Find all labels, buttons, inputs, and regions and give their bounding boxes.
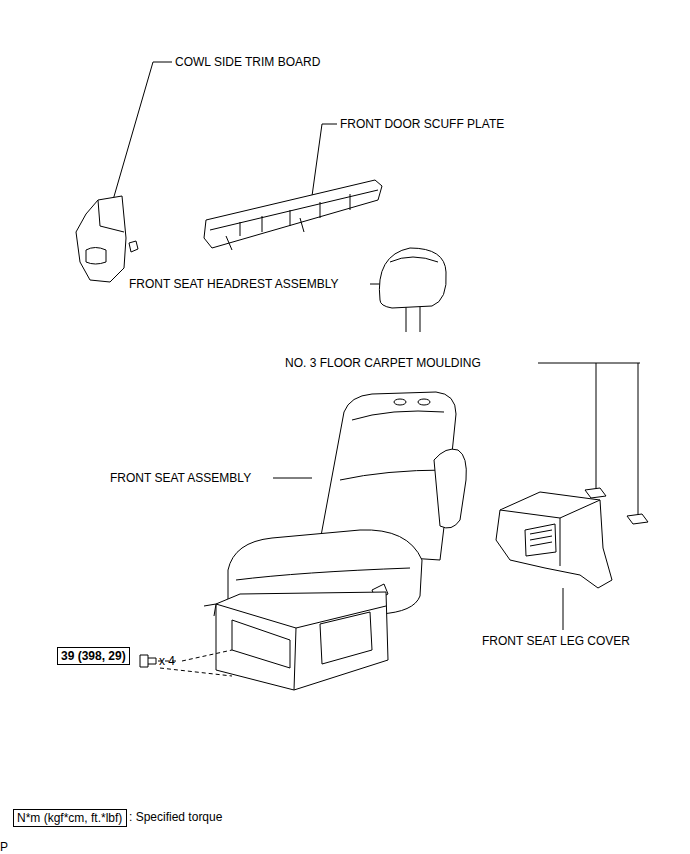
- front-seat-assembly: [216, 592, 388, 690]
- cowl-side-trim-board: [76, 196, 138, 282]
- leader-line: [113, 62, 640, 630]
- part-name: NO. 3 FLOOR CARPET MOULDING: [285, 356, 481, 370]
- front-seat-assembly: [340, 411, 446, 480]
- front-seat-assembly: [394, 399, 406, 405]
- front-seat-headrest: [390, 257, 438, 262]
- front-seat-assembly: [216, 604, 386, 690]
- front-seat-assembly: [204, 604, 216, 616]
- bolt-symbol: [140, 655, 148, 667]
- front-door-scuff-plate: [226, 218, 304, 250]
- bolt-symbol: [158, 650, 232, 676]
- carpet-moulding-clip: [627, 514, 648, 524]
- front-door-scuff-plate: [240, 194, 350, 236]
- front-door-scuff-plate: [210, 190, 378, 230]
- front-seat-assembly: [418, 399, 430, 405]
- cowl-side-trim-board: [129, 241, 138, 252]
- front-seat-assembly: [434, 449, 466, 528]
- front-seat-leg-cover: [500, 500, 600, 566]
- leader-line: [312, 124, 337, 196]
- cowl-side-trim-board: [76, 196, 126, 282]
- front-seat-assembly: [232, 620, 290, 668]
- front-seat-headrest: [379, 248, 446, 332]
- part-name: FRONT SEAT HEADREST ASSEMBLY: [129, 277, 339, 291]
- carpet-moulding-clip: [585, 488, 606, 498]
- front-seat-leg-cover: [525, 524, 556, 556]
- torque-value: 39 (398, 29): [61, 649, 126, 663]
- front-seat-headrest: [379, 248, 446, 308]
- bolt-symbol: [148, 658, 156, 664]
- unit-text: N*m (kgf*cm, ft.*lbf): [17, 811, 122, 825]
- front-door-scuff-plate: [204, 180, 382, 250]
- part-name: FRONT DOOR SCUFF PLATE: [340, 117, 504, 131]
- legend-text: : Specified torque: [129, 810, 222, 824]
- part-name: FRONT SEAT LEG COVER: [482, 634, 630, 648]
- legend-unit-box: N*m (kgf*cm, ft.*lbf): [13, 809, 127, 827]
- quantity-label: x 4: [159, 654, 175, 668]
- torque-box: 39 (398, 29): [57, 647, 130, 665]
- cowl-side-trim-board: [98, 200, 124, 232]
- part-name: FRONT SEAT ASSEMBLY: [110, 471, 251, 485]
- leader-line: [538, 363, 640, 516]
- leader-line: [113, 62, 172, 200]
- part-name: COWL SIDE TRIM BOARD: [175, 55, 320, 69]
- front-seat-assembly: [320, 612, 372, 664]
- page-mark: P: [0, 840, 8, 854]
- front-seat-leg-cover: [496, 492, 612, 588]
- front-door-scuff-plate: [204, 180, 382, 248]
- front-seat-leg-cover: [530, 530, 552, 546]
- cowl-side-trim-board: [86, 248, 106, 265]
- front-seat-assembly: [236, 568, 410, 580]
- front-seat-assembly: [204, 392, 466, 690]
- leader-line: [273, 478, 312, 479]
- leader-line: [563, 588, 564, 630]
- bolt-symbol: [140, 650, 232, 676]
- front-seat-leg-cover: [496, 492, 612, 588]
